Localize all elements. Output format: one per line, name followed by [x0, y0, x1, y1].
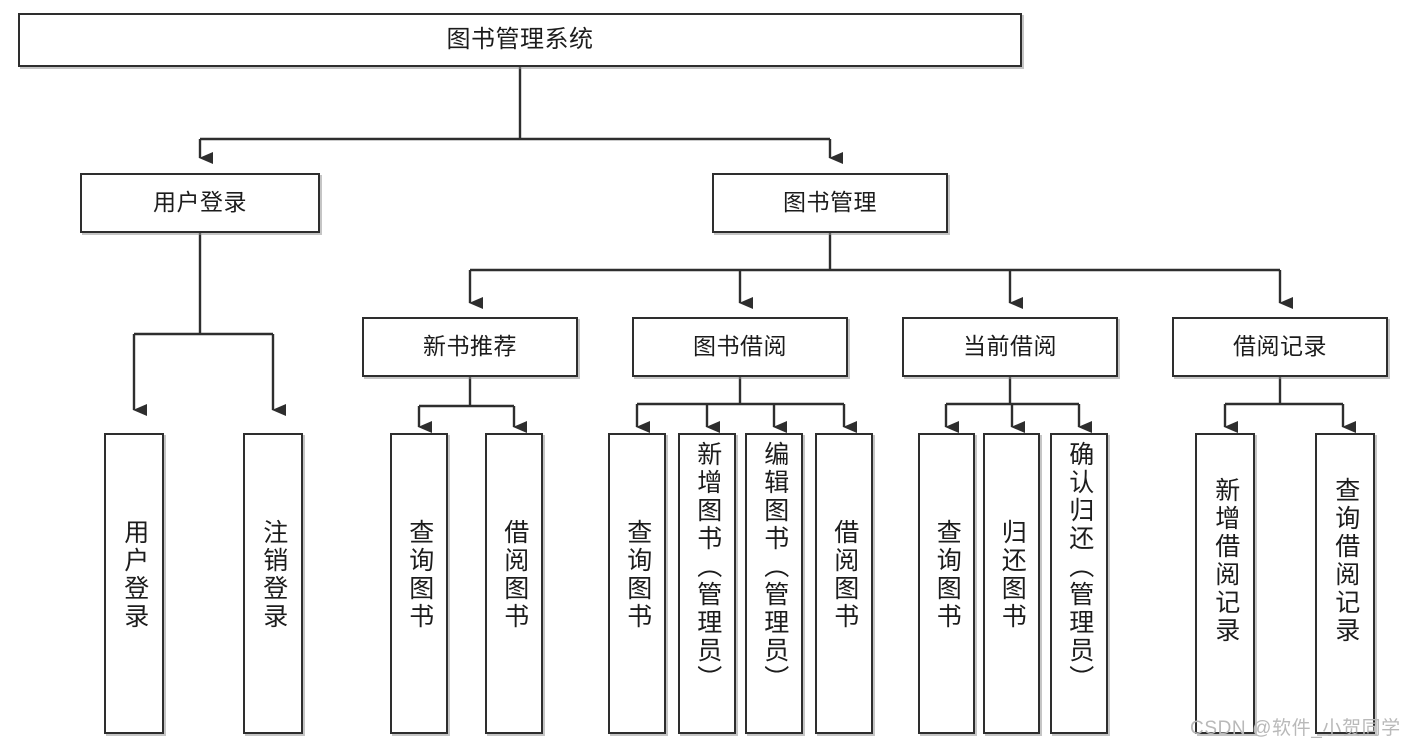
csdn-watermark: CSDN @软件_小贺同学	[1190, 718, 1401, 739]
node-label: 编辑图书（管理员）	[760, 441, 789, 693]
node-label: 查询图书	[933, 519, 962, 631]
node-label: 归还图书	[998, 519, 1027, 631]
node-label: 注销登录	[259, 519, 288, 631]
leaf-return-book[interactable]: 归还图书	[983, 433, 1040, 734]
node-label: 查询图书	[405, 519, 434, 631]
node-user-login[interactable]: 用户登录	[80, 173, 320, 233]
node-new-book-recommend[interactable]: 新书推荐	[362, 317, 578, 377]
leaf-confirm-return[interactable]: 确认归还（管理员）	[1050, 433, 1108, 734]
node-label: 新增借阅记录	[1211, 477, 1240, 645]
node-label: 图书管理	[783, 189, 877, 216]
leaf-add-borrow-record[interactable]: 新增借阅记录	[1195, 433, 1255, 734]
node-label: 图书借阅	[693, 333, 787, 360]
node-label: 借阅记录	[1233, 333, 1327, 360]
node-label: 借阅图书	[500, 519, 529, 631]
node-book-manage[interactable]: 图书管理	[712, 173, 948, 233]
node-current-borrow[interactable]: 当前借阅	[902, 317, 1118, 377]
leaf-borrow-book[interactable]: 借阅图书	[815, 433, 873, 734]
leaf-user-login[interactable]: 用户登录	[104, 433, 164, 734]
leaf-query-borrow-record[interactable]: 查询借阅记录	[1315, 433, 1375, 734]
node-label: 新增图书（管理员）	[693, 441, 722, 693]
node-label: 借阅图书	[830, 519, 859, 631]
leaf-query-book-recommend[interactable]: 查询图书	[390, 433, 448, 734]
leaf-query-book-borrow[interactable]: 查询图书	[608, 433, 666, 734]
leaf-borrow-book-recommend[interactable]: 借阅图书	[485, 433, 543, 734]
leaf-edit-book[interactable]: 编辑图书（管理员）	[745, 433, 803, 734]
node-label: 确认归还（管理员）	[1065, 441, 1094, 693]
leaf-add-book[interactable]: 新增图书（管理员）	[678, 433, 736, 734]
node-borrow-record[interactable]: 借阅记录	[1172, 317, 1388, 377]
node-label: 查询图书	[623, 519, 652, 631]
node-label: 用户登录	[120, 519, 149, 631]
node-label: 当前借阅	[963, 333, 1057, 360]
leaf-logout[interactable]: 注销登录	[243, 433, 303, 734]
leaf-query-book-current[interactable]: 查询图书	[918, 433, 975, 734]
node-label: 查询借阅记录	[1331, 477, 1360, 645]
node-book-borrow[interactable]: 图书借阅	[632, 317, 848, 377]
node-label: 新书推荐	[423, 333, 517, 360]
node-root-system[interactable]: 图书管理系统	[18, 13, 1022, 67]
node-label: 用户登录	[153, 189, 247, 216]
node-label: 图书管理系统	[446, 25, 594, 53]
